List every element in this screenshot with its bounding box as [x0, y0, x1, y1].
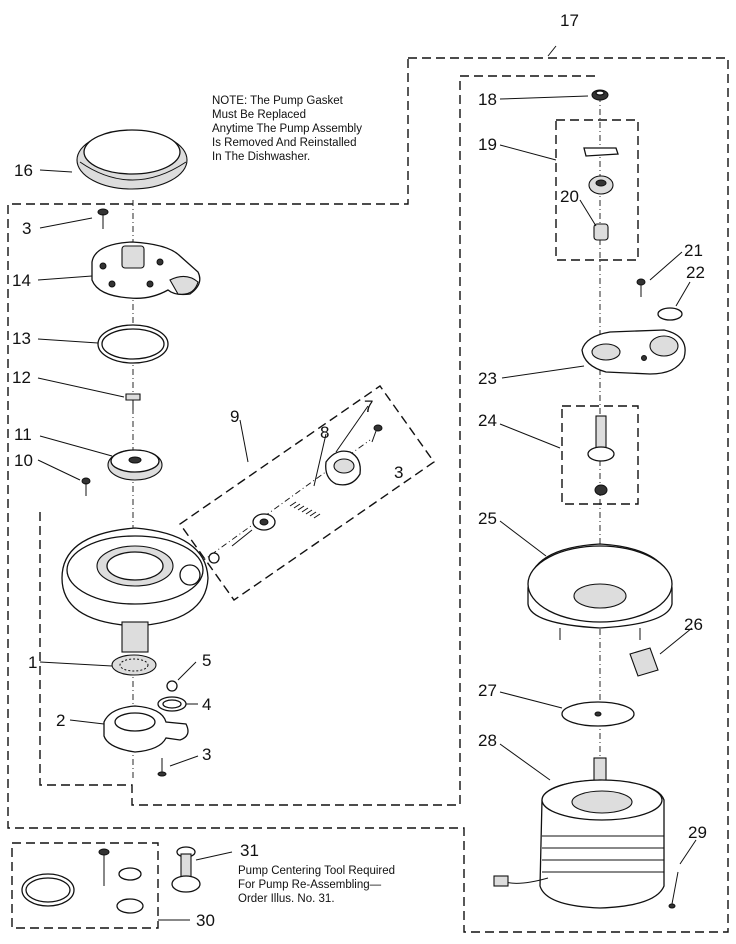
ring-part [97, 324, 169, 364]
callout-24: 24 [478, 411, 497, 430]
callout-28: 28 [478, 731, 497, 750]
callout-3-bottom: 3 [202, 745, 211, 764]
slinger-disc-part [561, 701, 635, 727]
bracket-part [581, 329, 686, 375]
centering-tool-note: Pump Centering Tool Required For Pump Re… [238, 865, 395, 905]
screw-part-29 [668, 871, 679, 909]
callout-16: 16 [14, 161, 33, 180]
kit-parts [21, 848, 144, 914]
group-19-boundary [555, 119, 639, 261]
callout-5: 5 [202, 651, 211, 670]
callout-26: 26 [684, 615, 703, 634]
callout-9: 9 [230, 407, 239, 426]
callout-18: 18 [478, 90, 497, 109]
small-gasket-part [157, 696, 187, 712]
callout-21: 21 [684, 241, 703, 260]
callout-17: 17 [560, 11, 579, 30]
centering-tool-part [171, 846, 201, 893]
callout-7: 7 [364, 397, 373, 416]
impeller-part [107, 449, 163, 481]
group-24-boundary [561, 405, 639, 505]
callout-3-top: 3 [22, 219, 31, 238]
seal-cap-part-7 [325, 450, 361, 486]
svg-text:Order Illus. No. 31.: Order Illus. No. 31. [238, 893, 335, 905]
callout-4: 4 [202, 695, 211, 714]
ring-part-22 [657, 307, 683, 321]
callout-31: 31 [240, 841, 259, 860]
screw-part [97, 208, 109, 229]
callout-29: 29 [688, 823, 707, 842]
callout-25: 25 [478, 509, 497, 528]
callout-19: 19 [478, 135, 497, 154]
shaft-part [587, 415, 615, 496]
callout-1: 1 [28, 653, 37, 672]
callout-23: 23 [478, 369, 497, 388]
svg-text:Is Removed And Reinstalled: Is Removed And Reinstalled [212, 137, 356, 149]
pump-base-part [103, 705, 189, 753]
screw-part-seal [371, 424, 383, 443]
screw-part-bottom [157, 758, 167, 777]
kit-30-boundary [11, 842, 159, 929]
svg-text:Must Be Replaced: Must Be Replaced [212, 109, 306, 121]
connector-block-part [629, 647, 659, 677]
pump-cover-part [91, 241, 201, 299]
callout-3-seal: 3 [394, 463, 403, 482]
callout-30: 30 [196, 911, 215, 930]
callout-22: 22 [686, 263, 705, 282]
gasket-note: NOTE: The Pump Gasket Must Be Replaced A… [212, 95, 362, 163]
screw-part-10 [81, 477, 91, 496]
callout-12: 12 [12, 368, 31, 387]
motor-mount-part [527, 543, 673, 640]
screw-part-21 [636, 278, 646, 297]
leader-lines [37, 45, 697, 921]
governor-part [583, 147, 619, 241]
svg-text:Anytime The Pump Assembly: Anytime The Pump Assembly [212, 123, 362, 135]
assembly-17-boundary [7, 57, 729, 933]
pump-housing-part [61, 527, 209, 653]
callout-14: 14 [12, 271, 31, 290]
svg-text:In The Dishwasher.: In The Dishwasher. [212, 151, 310, 163]
bushing-part [591, 89, 609, 101]
callout-2: 2 [56, 711, 65, 730]
strainer-part [111, 654, 157, 676]
callout-11: 11 [14, 425, 32, 444]
bolt-part [125, 393, 141, 410]
seal-spring-part [289, 501, 321, 519]
pump-gasket-part [76, 129, 188, 190]
seal-part [231, 513, 276, 547]
callout-8: 8 [320, 423, 329, 442]
motor-part [493, 757, 665, 909]
check-ball-part [166, 680, 178, 692]
callout-20: 20 [560, 187, 579, 206]
callout-10: 10 [14, 451, 33, 470]
svg-text:For Pump Re-Assembling—: For Pump Re-Assembling— [238, 879, 382, 891]
svg-text:NOTE: The Pump Gasket: NOTE: The Pump Gasket [212, 95, 344, 107]
callout-13: 13 [12, 329, 31, 348]
pump-housing-group-boundary [39, 75, 598, 806]
svg-text:Pump Centering Tool Required: Pump Centering Tool Required [238, 865, 395, 877]
seal-ball-part [208, 552, 220, 564]
group-9-boundary [179, 385, 435, 601]
callout-27: 27 [478, 681, 497, 700]
